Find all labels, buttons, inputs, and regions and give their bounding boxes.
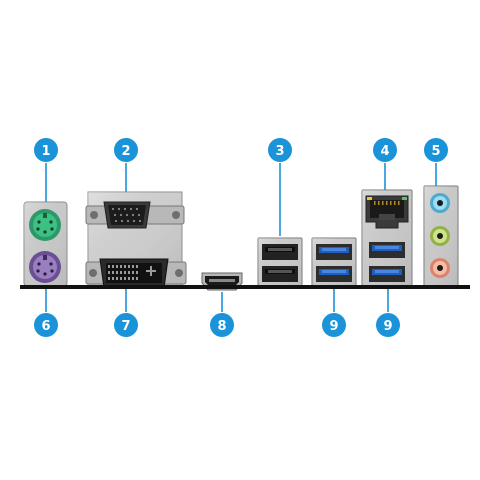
dvi-port [85, 258, 187, 289]
usb3-port-left-top [316, 244, 352, 260]
callout-4: 4 [373, 138, 397, 162]
board-edge-baseline [20, 285, 470, 289]
usb2-port-top [262, 244, 298, 260]
callout-3-label: 3 [275, 144, 284, 159]
callout-4-label: 4 [380, 144, 389, 159]
vga-port [85, 201, 185, 229]
callout-5: 5 [424, 138, 448, 162]
usb3-port-left-bottom [316, 266, 352, 282]
audio-line-in-jack [430, 193, 450, 213]
callout-6: 6 [34, 313, 58, 337]
lan-port [365, 195, 409, 229]
callout-5-label: 5 [431, 144, 440, 159]
callout-7-label: 7 [121, 319, 130, 334]
usb3-port-right-bottom [369, 266, 405, 282]
ps2-mouse-port [29, 209, 61, 241]
audio-jacks [423, 185, 459, 287]
callout-7: 7 [114, 313, 138, 337]
callout-3: 3 [268, 138, 292, 162]
callout-9-right-label: 9 [383, 319, 392, 334]
ps2-keyboard-port [29, 251, 61, 283]
callout-8: 8 [210, 313, 234, 337]
callout-6-label: 6 [41, 319, 50, 334]
usb2-port-bottom [262, 266, 298, 282]
lan-usb3-stack [361, 189, 413, 289]
ps2-port-group [23, 201, 68, 287]
callout-8-label: 8 [217, 319, 226, 334]
callout-2-label: 2 [121, 144, 130, 159]
callout-1-label: 1 [41, 144, 50, 159]
callout-9-right: 9 [376, 313, 400, 337]
audio-mic-jack [430, 258, 450, 278]
usb2-stack [257, 237, 303, 289]
usb3-stack-left [311, 237, 357, 289]
usb3-port-right-top [369, 242, 405, 258]
audio-line-out-jack [430, 226, 450, 246]
callout-2: 2 [114, 138, 138, 162]
leader-lines [45, 163, 437, 312]
callout-9-left: 9 [322, 313, 346, 337]
callout-9-left-label: 9 [329, 319, 338, 334]
callout-1: 1 [34, 138, 58, 162]
